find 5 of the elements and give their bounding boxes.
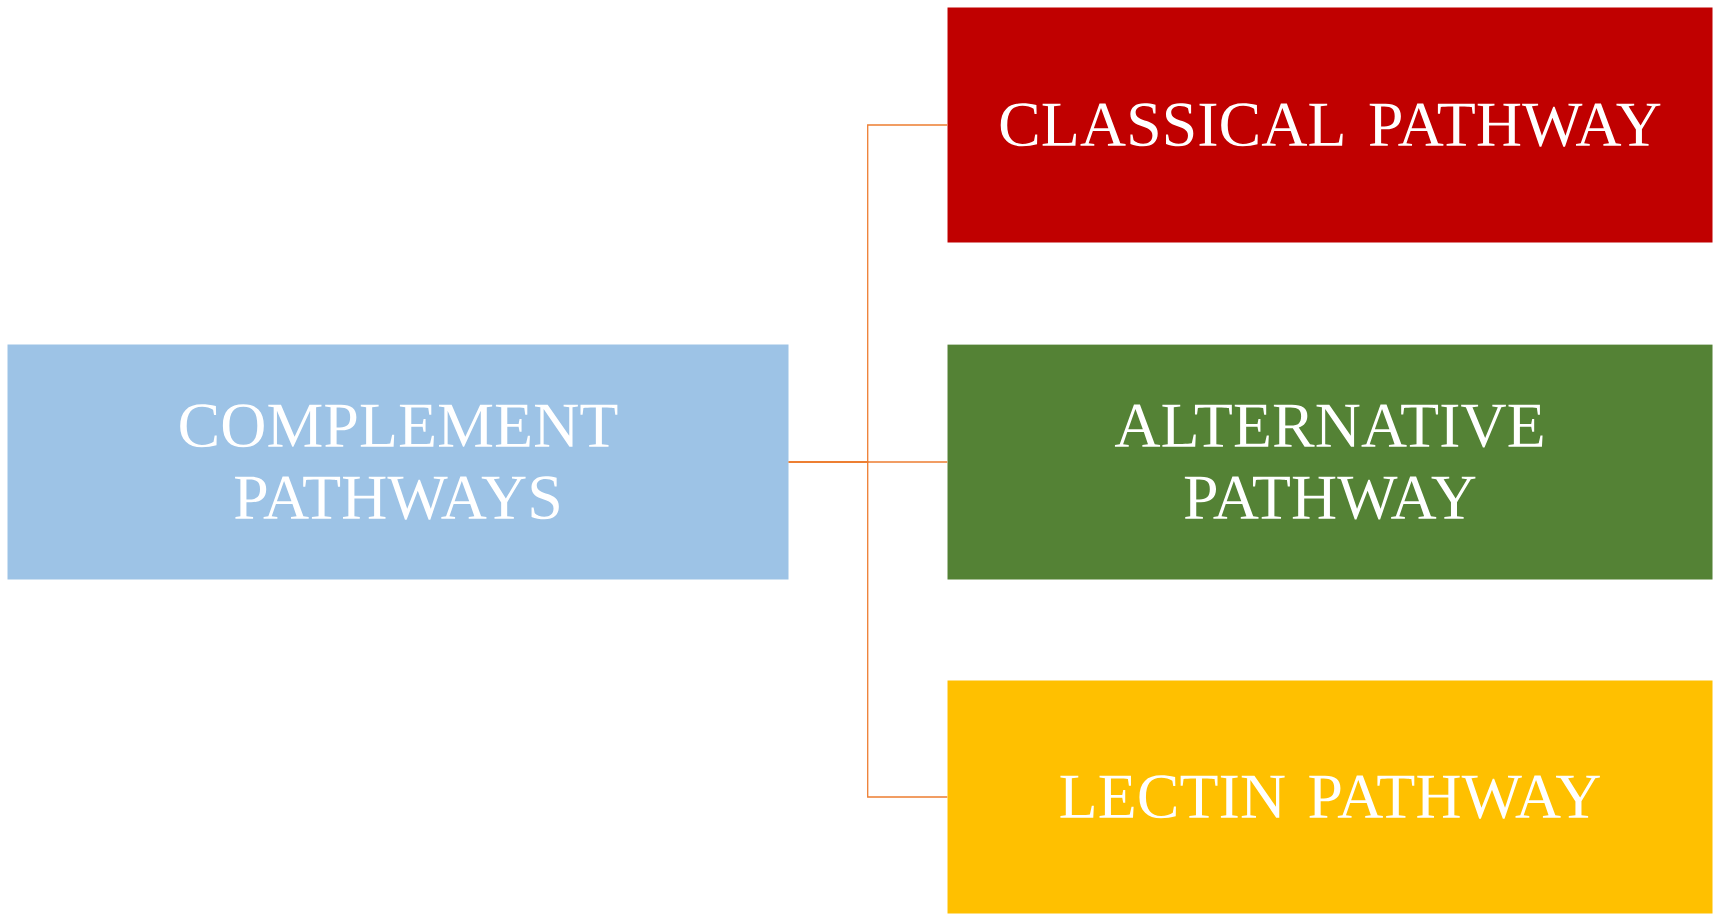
pathway-box: COMPLEMENT PATHWAYS — [7, 344, 789, 580]
connector-line — [788, 461, 948, 798]
pathway-box: CLASSICAL PATHWAY — [947, 7, 1713, 243]
pathway-box: ALTERNATIVE PATHWAY — [947, 344, 1713, 580]
pathway-box: LECTIN PATHWAY — [947, 680, 1713, 914]
